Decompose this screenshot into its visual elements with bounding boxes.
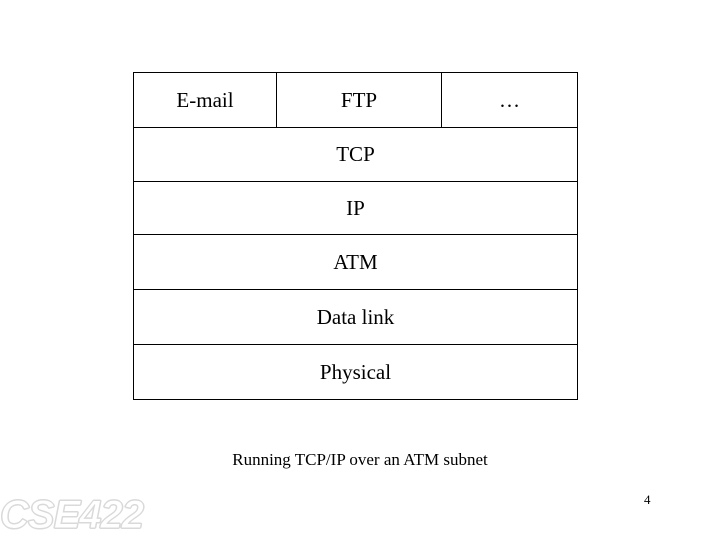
stack-row-data-link: Data link: [134, 290, 577, 345]
stack-row-atm: ATM: [134, 235, 577, 290]
stack-row-tcp: TCP: [134, 128, 577, 182]
stack-cell-ftp: FTP: [277, 73, 442, 127]
stack-cell-tcp: TCP: [336, 142, 375, 166]
stack-row-application: E-mail FTP …: [134, 73, 577, 128]
stack-row-physical: Physical: [134, 345, 577, 399]
stack-cell-ellipsis: …: [499, 87, 520, 112]
course-logo-watermark: CSE422: [0, 493, 144, 537]
slide-number: 4: [644, 492, 651, 507]
stack-cell-email: E-mail: [134, 73, 277, 127]
stack-cell-data-link: Data link: [316, 304, 395, 329]
stack-cell-atm: ATM: [333, 249, 378, 274]
diagram-caption: Running TCP/IP over an ATM subnet: [232, 450, 488, 469]
stack-cell-ip: IP: [346, 195, 365, 220]
protocol-stack-diagram: E-mail FTP … TCP IP ATM Data link Physic…: [133, 72, 578, 400]
stack-cell-physical: Physical: [319, 359, 392, 384]
stack-row-ip: IP: [134, 182, 577, 235]
